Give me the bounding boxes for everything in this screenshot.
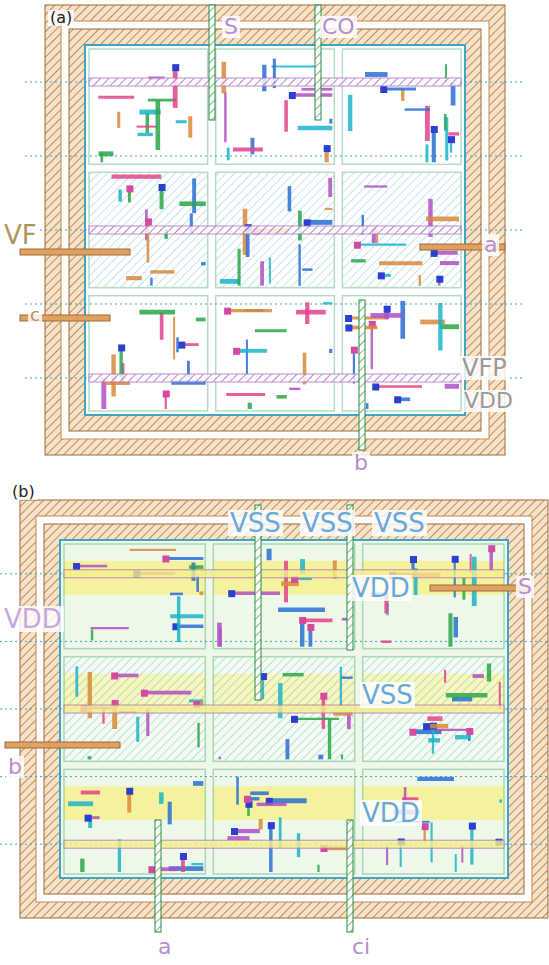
- pin-name: VDD: [462, 390, 515, 412]
- pin-name: CO: [320, 16, 357, 38]
- pin-name: b: [352, 452, 370, 474]
- pin-name: VDD: [360, 800, 422, 826]
- pin-name: S: [516, 576, 534, 598]
- pin-name: VSS: [228, 510, 283, 536]
- pin-name: S: [222, 16, 240, 38]
- pin-name: VFP: [460, 356, 509, 380]
- panel-label: (a): [48, 10, 74, 26]
- pin-name: VSS: [300, 510, 355, 536]
- panel-label: (b): [10, 484, 37, 500]
- pin-name: VDD: [2, 606, 64, 632]
- pin-name: VSS: [360, 682, 415, 708]
- pin-name: a: [156, 936, 173, 958]
- pin-name: c: [28, 306, 42, 324]
- layout-shapes: [0, 5, 549, 932]
- pin-name: VDD: [350, 575, 412, 601]
- pin-name: VF: [2, 222, 39, 248]
- pin-name: VSS: [372, 510, 427, 536]
- pin-name: ci: [350, 936, 372, 958]
- pin-name: a: [482, 234, 499, 256]
- pin-name: b: [6, 756, 24, 778]
